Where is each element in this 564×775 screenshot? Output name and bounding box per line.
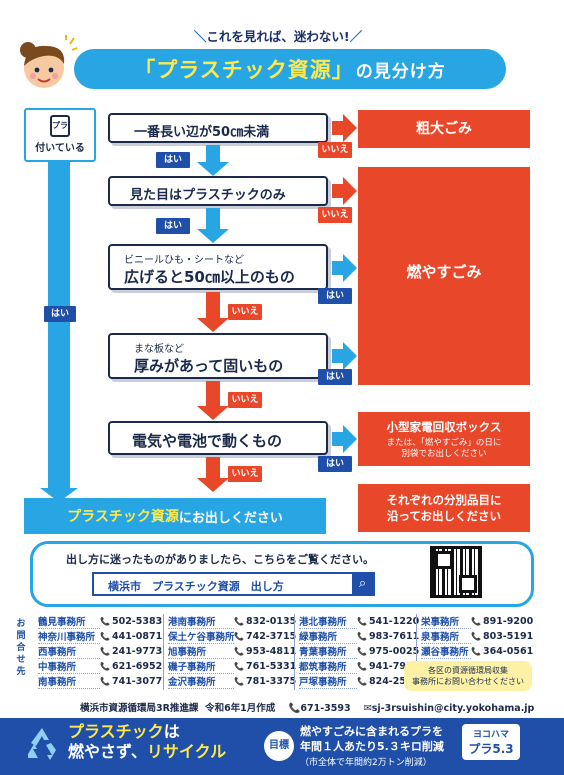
yes-tag-left: はい: [44, 306, 76, 322]
result-burnable: 燃やすごみ: [358, 167, 530, 385]
question-subtext: まな板など: [134, 344, 184, 355]
search-icon[interactable]: ⌕: [352, 574, 373, 594]
contact-row: 港北事務所📞541-1220: [299, 616, 420, 629]
plastic-recycle-mark-icon: プラ: [50, 115, 70, 137]
right-arrow-head: [343, 254, 357, 282]
result-oversized: 粗大ごみ: [358, 110, 530, 148]
column-divider: [416, 614, 417, 690]
search-input[interactable]: 横浜市 プラスチック資源 出し方: [92, 572, 375, 596]
goal-badge: 目標: [264, 731, 294, 761]
question-subtext: ビニールひも・シートなど: [124, 255, 244, 266]
column-divider: [294, 614, 295, 690]
qr-code-icon[interactable]: [430, 546, 482, 598]
yokohama-pura-logo: ヨコハマ プラ5.3: [462, 724, 520, 760]
right-arrow-head: [343, 177, 357, 205]
right-arrow-shaft: [332, 261, 344, 275]
contact-row: 鶴見事務所📞502-5383: [38, 616, 163, 629]
question-text: 見た目はプラスチックのみ: [130, 188, 286, 203]
contact-row: 瀬谷事務所📞364-0561: [421, 646, 534, 659]
right-arrow-head: [343, 342, 357, 370]
contact-row: 神奈川事務所📞441-0871: [38, 631, 163, 644]
contact-column: 港北事務所📞541-1220 緑事務所📞983-7611 青葉事務所📞975-0…: [299, 614, 419, 689]
plastic-mark-label: 付いている: [35, 143, 85, 154]
yes-tag: はい: [156, 218, 190, 234]
no-tag: いいえ: [228, 466, 262, 482]
question-plastic-only: 見た目はプラスチックのみ: [108, 176, 328, 206]
result-title: 小型家電回収ボックス: [386, 420, 502, 434]
question-text: 厚みがあって固いもの: [134, 357, 284, 375]
contact-column: 港南事務所📞832-0135 保土ケ谷事務所📞742-3715 旭事務所📞953…: [168, 614, 296, 689]
down-arrow-head: [197, 162, 229, 176]
result-small-appliance: 小型家電回収ボックス または、「燃やすごみ」の日に別袋でお出しください: [358, 412, 530, 466]
contact-row: 金沢事務所📞781-3375: [168, 676, 297, 689]
right-arrow-head: [343, 114, 357, 142]
down-arrow-shaft: [206, 292, 220, 319]
contact-row: 都筑事務所📞941-7914: [299, 661, 420, 674]
no-tag: いいえ: [228, 392, 262, 408]
page-title: 「プラスチック資源」の見分け方: [74, 49, 506, 89]
contact-row: 中事務所📞621-6952: [38, 661, 163, 674]
contact-note: 各区の資源循環局収集事務所にお問い合わせください: [404, 661, 532, 691]
down-arrow-head: [197, 318, 229, 332]
contact-row: 南事務所📞741-3077: [38, 676, 163, 689]
contact-row: 保土ケ谷事務所📞742-3715: [168, 631, 297, 644]
right-arrow-shaft: [332, 184, 344, 198]
yes-tag: はい: [318, 369, 352, 385]
contact-row: 緑事務所📞983-7611: [299, 631, 420, 644]
contact-column: 鶴見事務所📞502-5383 神奈川事務所📞441-0871 西事務所📞241-…: [38, 614, 162, 689]
contact-row: 戸塚事務所📞824-2580: [299, 676, 420, 689]
left-yes-arrow-shaft: [48, 162, 70, 492]
contact-row: 港南事務所📞832-0135: [168, 616, 297, 629]
band-title: プラスチックは 燃やさず、リサイクル: [68, 722, 227, 761]
down-arrow-shaft: [206, 381, 220, 407]
contact-column: 栄事務所📞891-9200 泉事務所📞803-5191 瀬谷事務所📞364-05…: [421, 614, 533, 659]
question-spread-size: ビニールひも・シートなど 広げると50㎝以上のもの: [108, 244, 328, 290]
down-arrow-shaft: [206, 457, 220, 479]
goal-text: 燃やすごみに含まれるプラを 年間１人あたり5.３キロ削減 （市全体で年間約2万ト…: [300, 725, 444, 768]
down-arrow-head: [197, 229, 229, 243]
down-arrow-shaft: [206, 145, 220, 163]
column-divider: [163, 614, 164, 690]
question-electric: 電気や電池で動くもの: [108, 421, 328, 455]
no-tag: いいえ: [228, 304, 262, 320]
search-prompt: 出し方に迷ったものがありましたら、こちらをご覧ください。: [66, 553, 374, 566]
question-text: 一番長い辺が50㎝未満: [134, 125, 270, 140]
down-arrow-head: [197, 478, 229, 492]
yes-tag: はい: [156, 152, 190, 168]
down-arrow-shaft: [206, 208, 220, 230]
plastic-mark-box: プラ 付いている: [24, 108, 96, 162]
girl-character-icon: [14, 34, 78, 98]
yes-tag: はい: [318, 456, 352, 472]
result-plastic-resource: プラスチック資源にお出しください: [24, 498, 326, 534]
subtitle: ＼これを見れば、迷わない!／: [193, 29, 363, 44]
result-separate: それぞれの分別品目に沿ってお出しください: [358, 484, 530, 532]
footer-info: 横浜市資源循環局3R推進課 令和6年1月作成 📞671-3593 ✉sj-3rs…: [80, 703, 535, 714]
contact-row: 磯子事務所📞761-5331: [168, 661, 297, 674]
down-arrow-head: [197, 406, 229, 420]
result-subtext: または、「燃やすごみ」の日に別袋でお出しください: [386, 438, 502, 459]
no-tag: いいえ: [318, 207, 352, 223]
contact-row: 旭事務所📞953-4811: [168, 646, 297, 659]
right-arrow-shaft: [332, 349, 344, 363]
right-arrow-head: [343, 425, 357, 453]
contact-row: 西事務所📞241-9773: [38, 646, 163, 659]
contact-row: 青葉事務所📞975-0025: [299, 646, 420, 659]
question-text: 電気や電池で動くもの: [132, 432, 283, 450]
yes-tag: はい: [318, 288, 352, 304]
right-arrow-shaft: [332, 121, 344, 135]
right-arrow-shaft: [332, 432, 344, 446]
contact-row: 栄事務所📞891-9200: [421, 616, 534, 629]
question-length: 一番長い辺が50㎝未満: [108, 113, 328, 143]
question-thick-hard: まな板など 厚みがあって固いもの: [108, 333, 328, 379]
recycle-icon: [22, 724, 62, 764]
question-text: 広げると50㎝以上のもの: [124, 268, 295, 286]
contact-row: 泉事務所📞803-5191: [421, 631, 534, 644]
contacts-label: お問合せ先: [16, 619, 26, 677]
no-tag: いいえ: [318, 142, 352, 158]
